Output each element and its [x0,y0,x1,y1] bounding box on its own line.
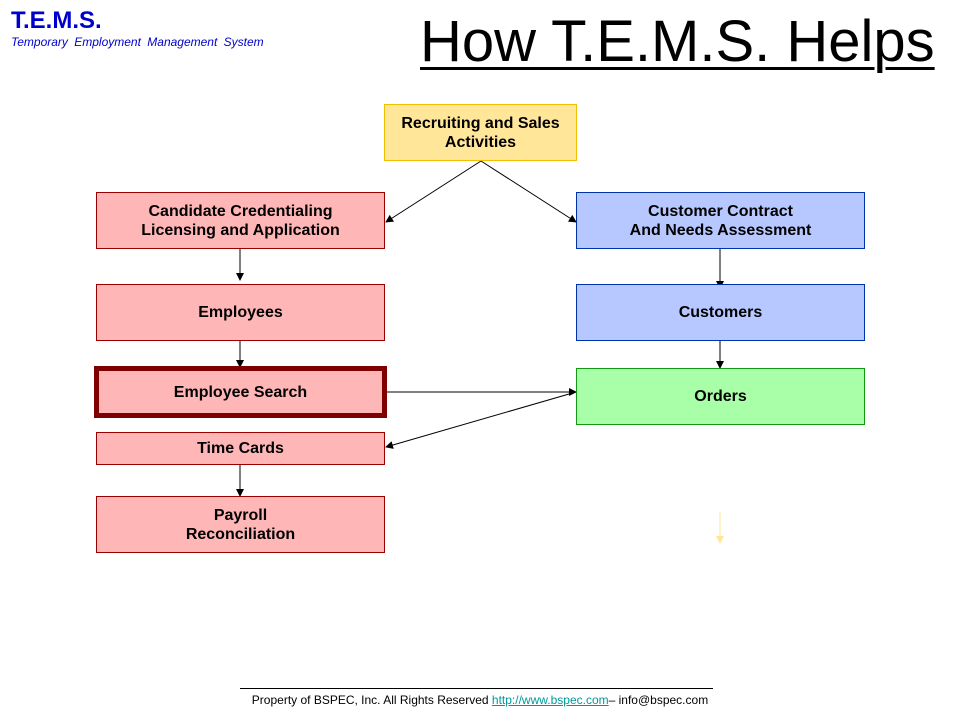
node-recruiting[interactable]: Recruiting and Sales Activities [384,104,577,161]
node-employees[interactable]: Employees [96,284,385,341]
page-title: How T.E.M.S. Helps [420,9,935,74]
node-customer-contract[interactable]: Customer Contract And Needs Assessment [576,192,865,249]
footer-copyright: Property of BSPEC, Inc. All Rights Reser… [251,693,492,707]
node-payroll-reconciliation[interactable]: Payroll Reconciliation [96,496,385,553]
footer-contact: – info@bspec.com [608,693,709,707]
brand: T.E.M.S. Temporary Employment Management… [11,7,264,49]
edge-recruiting-customer-contract [480,160,577,223]
node-candidate-credentialing[interactable]: Candidate Credentialing Licensing and Ap… [96,192,385,249]
node-time-cards[interactable]: Time Cards [96,432,385,465]
footer: Property of BSPEC, Inc. All Rights Reser… [0,693,960,707]
brand-subtitle: Temporary Employment Management System [11,35,264,49]
node-customers[interactable]: Customers [576,284,865,341]
footer-website-link[interactable]: http://www.bspec.com [491,693,609,707]
edge-recruiting-candidate [385,160,482,223]
edge-orders-time-cards [385,391,577,449]
footer-divider [240,688,713,689]
brand-title: T.E.M.S. [11,7,102,34]
node-orders[interactable]: Orders [576,368,865,425]
node-employee-search[interactable]: Employee Search [94,366,387,418]
